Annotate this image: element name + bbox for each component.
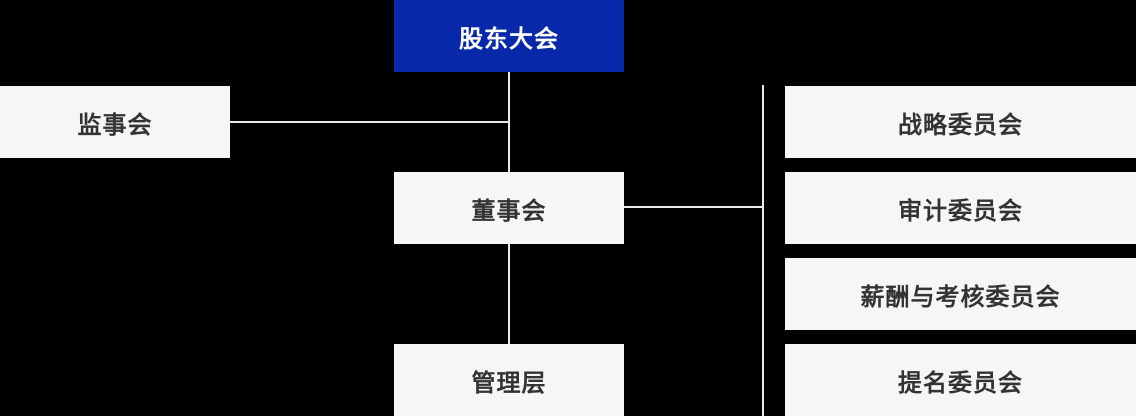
- node-audit-committee: 审计委员会: [785, 172, 1136, 244]
- node-board-of-supervisors: 监事会: [0, 86, 230, 158]
- node-board-of-directors: 董事会: [394, 172, 624, 244]
- node-board-of-supervisors-label: 监事会: [77, 111, 153, 139]
- node-audit-committee-label: 审计委员会: [898, 197, 1023, 225]
- connector-committee-spine: [762, 85, 764, 416]
- node-management: 管理层: [394, 344, 624, 416]
- node-board-of-directors-label: 董事会: [471, 197, 547, 225]
- connector-supervisors-to-trunk: [230, 121, 510, 123]
- node-remuneration-appraisal-committee-label: 薪酬与考核委员会: [860, 283, 1061, 311]
- node-strategy-committee-label: 战略委员会: [898, 111, 1023, 139]
- node-remuneration-appraisal-committee: 薪酬与考核委员会: [785, 258, 1136, 330]
- node-management-label: 管理层: [471, 369, 547, 397]
- node-shareholders-meeting-label: 股东大会: [459, 25, 559, 53]
- node-strategy-committee: 战略委员会: [785, 86, 1136, 158]
- connector-board-to-committee-spine: [624, 206, 764, 208]
- node-shareholders-meeting: 股东大会: [394, 0, 624, 72]
- node-nomination-committee: 提名委员会: [785, 344, 1136, 416]
- connector-board-to-management: [508, 244, 510, 344]
- node-nomination-committee-label: 提名委员会: [898, 369, 1023, 397]
